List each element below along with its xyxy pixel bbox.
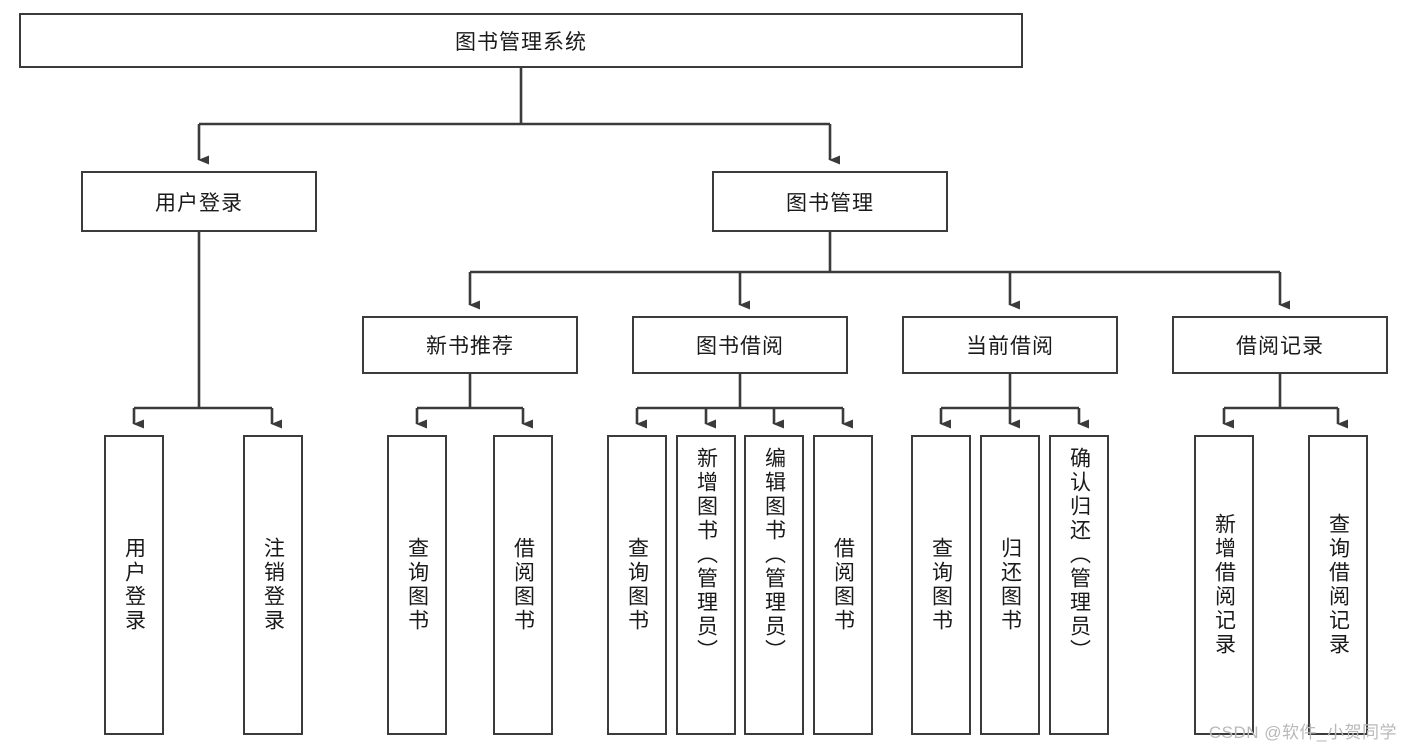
node-current-borrow[interactable]: 当前借阅 <box>902 316 1118 374</box>
leaf-add-borrow-record[interactable]: 新增借阅记录 <box>1194 435 1254 735</box>
leaf-query-book-borrow[interactable]: 查询图书 <box>607 435 667 735</box>
leaf-return-book[interactable]: 归还图书 <box>980 435 1040 735</box>
node-label: 用户登录 <box>122 537 146 633</box>
node-label: 查询借阅记录 <box>1326 513 1350 657</box>
leaf-add-book-admin[interactable]: 新增图书（管理员） <box>676 435 736 735</box>
node-label: 借阅记录 <box>1236 335 1324 358</box>
leaf-query-borrow-record[interactable]: 查询借阅记录 <box>1308 435 1368 735</box>
node-label: 新增图书（管理员） <box>694 447 718 663</box>
node-label: 确认归还（管理员） <box>1067 447 1091 663</box>
node-label: 编辑图书（管理员） <box>762 447 786 663</box>
node-label: 注销登录 <box>261 537 285 633</box>
node-label: 当前借阅 <box>966 335 1054 358</box>
node-label: 查询图书 <box>625 537 649 633</box>
leaf-user-login[interactable]: 用户登录 <box>104 435 164 735</box>
node-book-borrow[interactable]: 图书借阅 <box>632 316 848 374</box>
node-label: 新增借阅记录 <box>1212 513 1236 657</box>
leaf-logout[interactable]: 注销登录 <box>243 435 303 735</box>
node-user-login[interactable]: 用户登录 <box>81 171 317 232</box>
node-label: 借阅图书 <box>831 537 855 633</box>
leaf-borrow-book[interactable]: 借阅图书 <box>813 435 873 735</box>
node-root-book-management-system[interactable]: 图书管理系统 <box>19 13 1023 68</box>
leaf-edit-book-admin[interactable]: 编辑图书（管理员） <box>744 435 804 735</box>
leaf-query-book-current[interactable]: 查询图书 <box>911 435 971 735</box>
node-new-book-recommend[interactable]: 新书推荐 <box>362 316 578 374</box>
node-label: 新书推荐 <box>426 335 514 358</box>
csdn-watermark: CSDN @软件_小贺同学 <box>1208 723 1397 742</box>
node-label: 查询图书 <box>405 537 429 633</box>
node-label: 用户登录 <box>155 191 243 215</box>
node-label: 归还图书 <box>998 537 1022 633</box>
node-label: 图书管理 <box>786 191 874 215</box>
leaf-query-book-recommend[interactable]: 查询图书 <box>387 435 447 735</box>
node-label: 借阅图书 <box>511 537 535 633</box>
leaf-borrow-book-recommend[interactable]: 借阅图书 <box>493 435 553 735</box>
node-book-management[interactable]: 图书管理 <box>712 171 948 232</box>
node-label: 查询图书 <box>929 537 953 633</box>
node-label: 图书借阅 <box>696 335 784 358</box>
leaf-confirm-return-admin[interactable]: 确认归还（管理员） <box>1049 435 1109 735</box>
node-label: 图书管理系统 <box>455 30 587 54</box>
node-borrow-record[interactable]: 借阅记录 <box>1172 316 1388 374</box>
